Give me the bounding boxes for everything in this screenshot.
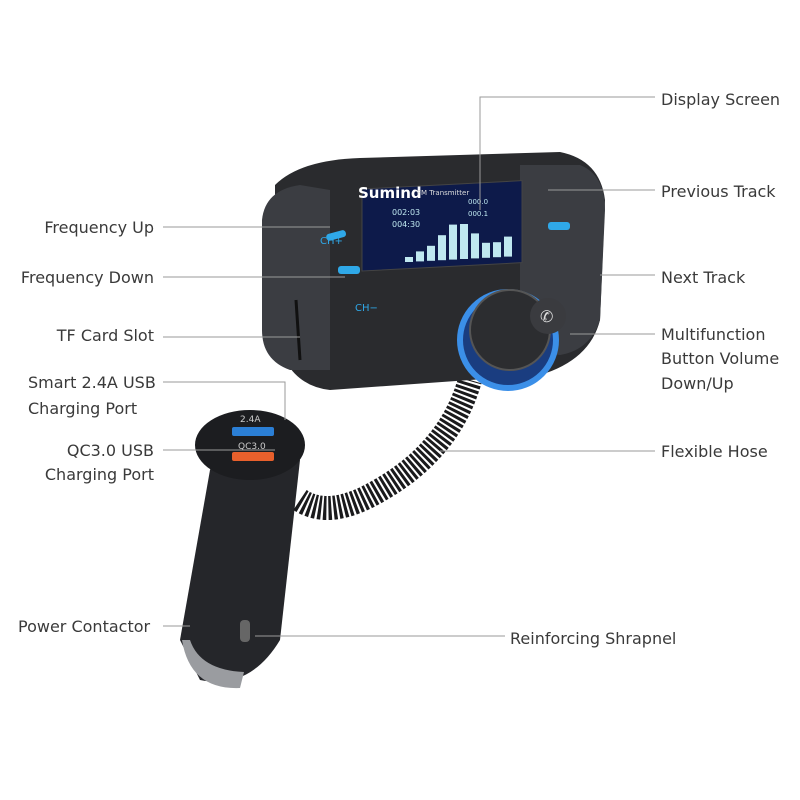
label-frequency-down: Frequency Down (20, 268, 154, 287)
eq-bar (427, 245, 435, 261)
ch-up-label: CH+ (320, 236, 343, 247)
eq-bar (438, 235, 446, 261)
eq-bar (493, 242, 501, 258)
label-smart-usb-2: Charging Port (28, 399, 138, 418)
screen-time-1: 002:03 (392, 208, 420, 217)
ch-down-label: CH− (355, 303, 378, 314)
usb-port-2.4a (232, 427, 274, 436)
label-power-contactor: Power Contactor (18, 617, 151, 636)
car-plug: 2.4A QC3.0 (180, 410, 305, 689)
label-qc-usb-1: QC3.0 USB (66, 441, 154, 460)
flexible-hose (293, 376, 482, 520)
screen-freq-a: 000.0 (468, 198, 488, 206)
eq-bar (460, 224, 468, 259)
frequency-down-button-light[interactable] (338, 266, 360, 274)
screen-freq-b: 000.1 (468, 210, 488, 218)
port-label-qc3: QC3.0 (238, 442, 266, 452)
tf-card-slot (294, 299, 302, 361)
label-next-track: Next Track (661, 268, 746, 287)
label-tf-card-slot: TF Card Slot (56, 326, 154, 345)
label-multifunction-1: Multifunction (661, 325, 766, 344)
eq-bar (504, 236, 512, 257)
label-previous-track: Previous Track (661, 182, 776, 201)
phone-icon: ✆ (540, 307, 553, 326)
label-display-screen: Display Screen (661, 90, 781, 109)
eq-bar (449, 224, 457, 260)
usb-port-qc3 (232, 452, 274, 461)
label-smart-usb-1: Smart 2.4A USB (28, 373, 156, 392)
label-frequency-up: Frequency Up (44, 218, 154, 237)
brand-logo: Sumind (358, 184, 422, 202)
previous-track-button-light[interactable] (548, 222, 570, 230)
eq-bar (471, 233, 479, 259)
reinforcing-shrapnel (240, 620, 250, 642)
model-text: FM Transmitter (417, 189, 469, 197)
label-reinforcing-shrapnel: Reinforcing Shrapnel (510, 629, 677, 648)
transmitter-head: Sumind FM Transmitter 002:03 004:30 000.… (262, 152, 605, 391)
label-multifunction-3: Down/Up (661, 374, 734, 393)
label-multifunction-2: Button Volume (661, 349, 780, 368)
frequency-up-button-light[interactable] (326, 230, 347, 242)
eq-bar (482, 242, 490, 258)
port-label-2.4a: 2.4A (240, 415, 261, 425)
label-qc-usb-2: Charging Port (44, 465, 154, 484)
label-flexible-hose: Flexible Hose (661, 442, 768, 461)
screen-time-2: 004:30 (392, 220, 420, 229)
eq-bar (416, 251, 424, 262)
eq-bar (405, 257, 413, 262)
leader-lines (163, 96, 655, 637)
